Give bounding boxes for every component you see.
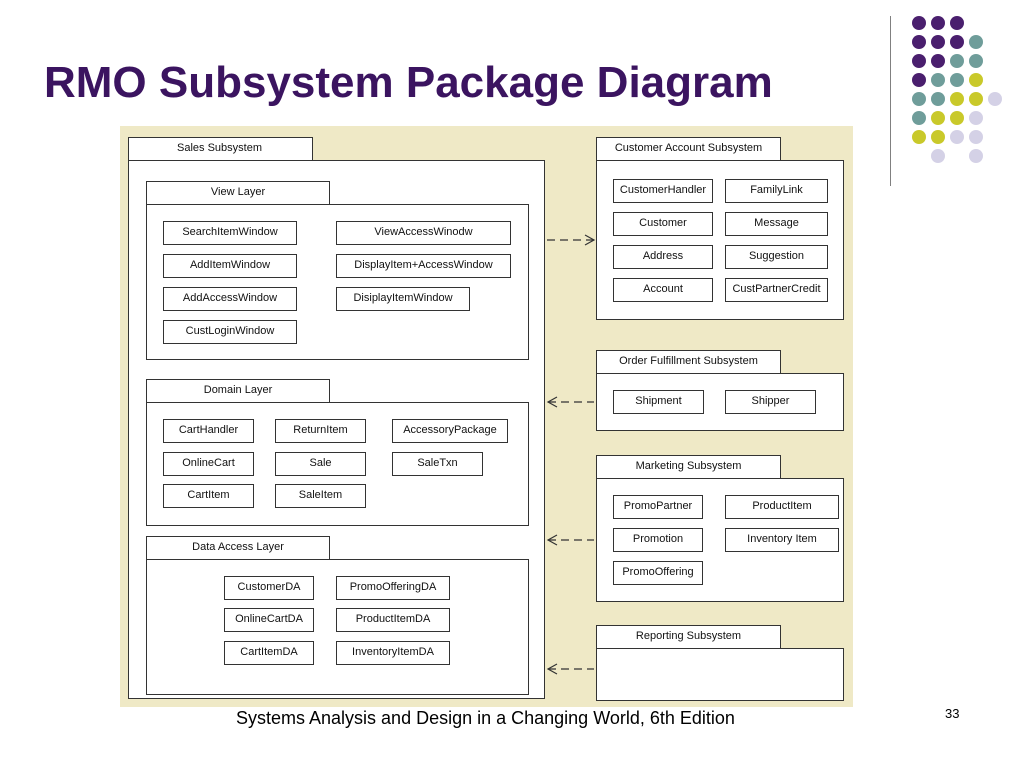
arrowhead-order-fulfillment — [546, 396, 558, 408]
class-address: Address — [613, 245, 713, 269]
dot-purple — [950, 35, 964, 49]
class-inventory-item: Inventory Item — [725, 528, 839, 552]
class-promotion: Promotion — [613, 528, 703, 552]
dot-yellow — [931, 130, 945, 144]
class-search-item-window: SearchItemWindow — [163, 221, 297, 245]
class-customer: Customer — [613, 212, 713, 236]
slide-footer: Systems Analysis and Design in a Changin… — [236, 708, 735, 728]
dot-purple — [912, 16, 926, 30]
class-cart-handler: CartHandler — [163, 419, 254, 443]
package-reporting-subsystem — [596, 648, 844, 701]
dot-teal — [950, 54, 964, 68]
dot-purple — [912, 73, 926, 87]
package-diagram: Sales Subsystem View Layer SearchItemWin… — [120, 126, 853, 707]
class-promo-partner: PromoPartner — [613, 495, 703, 519]
class-message: Message — [725, 212, 828, 236]
dot-teal — [912, 111, 926, 125]
class-cart-item-da: CartItemDA — [224, 641, 314, 665]
class-add-access-window: AddAccessWindow — [163, 287, 297, 311]
dot-purple — [912, 54, 926, 68]
class-sale-item: SaleItem — [275, 484, 366, 508]
class-cust-partner-credit: CustPartnerCredit — [725, 278, 828, 302]
package-tab-order-fulfillment-subsystem: Order Fulfillment Subsystem — [596, 350, 781, 374]
dot-yellow — [969, 92, 983, 106]
decorative-divider-line — [890, 16, 891, 186]
class-online-cart-da: OnlineCartDA — [224, 608, 314, 632]
dot-teal — [969, 35, 983, 49]
dot-purple — [950, 16, 964, 30]
dot-teal — [931, 92, 945, 106]
dot-yellow — [931, 111, 945, 125]
dot-lavender — [969, 130, 983, 144]
class-shipper: Shipper — [725, 390, 816, 414]
class-cust-login-window: CustLoginWindow — [163, 320, 297, 344]
class-product-item-da: ProductItemDA — [336, 608, 450, 632]
class-family-link: FamilyLink — [725, 179, 828, 203]
class-customer-da: CustomerDA — [224, 576, 314, 600]
class-return-item: ReturnItem — [275, 419, 366, 443]
class-view-access-window: ViewAccessWinodw — [336, 221, 511, 245]
class-customer-handler: CustomerHandler — [613, 179, 713, 203]
dot-purple — [931, 16, 945, 30]
class-cart-item: CartItem — [163, 484, 254, 508]
arrowhead-marketing — [546, 534, 558, 546]
class-sale: Sale — [275, 452, 366, 476]
class-add-item-window: AddItemWindow — [163, 254, 297, 278]
dot-lavender — [931, 149, 945, 163]
dot-lavender — [969, 149, 983, 163]
class-display-item-access-window: DisplayItem+AccessWindow — [336, 254, 511, 278]
arrowhead-customer-account — [584, 234, 596, 246]
class-promo-offering-da: PromoOfferingDA — [336, 576, 450, 600]
class-accessory-package: AccessoryPackage — [392, 419, 508, 443]
package-tab-reporting-subsystem: Reporting Subsystem — [596, 625, 781, 649]
class-sale-txn: SaleTxn — [392, 452, 483, 476]
class-online-cart: OnlineCart — [163, 452, 254, 476]
dot-purple — [931, 35, 945, 49]
dot-purple — [912, 35, 926, 49]
class-promo-offering: PromoOffering — [613, 561, 703, 585]
dot-teal — [931, 73, 945, 87]
dot-teal — [950, 73, 964, 87]
dot-purple — [931, 54, 945, 68]
class-product-item: ProductItem — [725, 495, 839, 519]
arrowhead-reporting — [546, 663, 558, 675]
class-inventory-item-da: InventoryItemDA — [336, 641, 450, 665]
package-tab-domain-layer: Domain Layer — [146, 379, 330, 403]
package-tab-data-access-layer: Data Access Layer — [146, 536, 330, 560]
dot-lavender — [988, 92, 1002, 106]
dot-yellow — [950, 92, 964, 106]
dot-yellow — [950, 111, 964, 125]
page-number: 33 — [945, 706, 960, 721]
slide-title: RMO Subsystem Package Diagram — [44, 58, 773, 107]
class-display-item-window: DisiplayItemWindow — [336, 287, 470, 311]
dependency-arrows — [546, 234, 596, 675]
package-tab-customer-account-subsystem: Customer Account Subsystem — [596, 137, 781, 161]
dot-teal — [969, 54, 983, 68]
class-suggestion: Suggestion — [725, 245, 828, 269]
dot-lavender — [969, 111, 983, 125]
dot-yellow — [969, 73, 983, 87]
dot-lavender — [950, 130, 964, 144]
class-account: Account — [613, 278, 713, 302]
class-shipment: Shipment — [613, 390, 704, 414]
dot-teal — [912, 92, 926, 106]
dot-yellow — [912, 130, 926, 144]
